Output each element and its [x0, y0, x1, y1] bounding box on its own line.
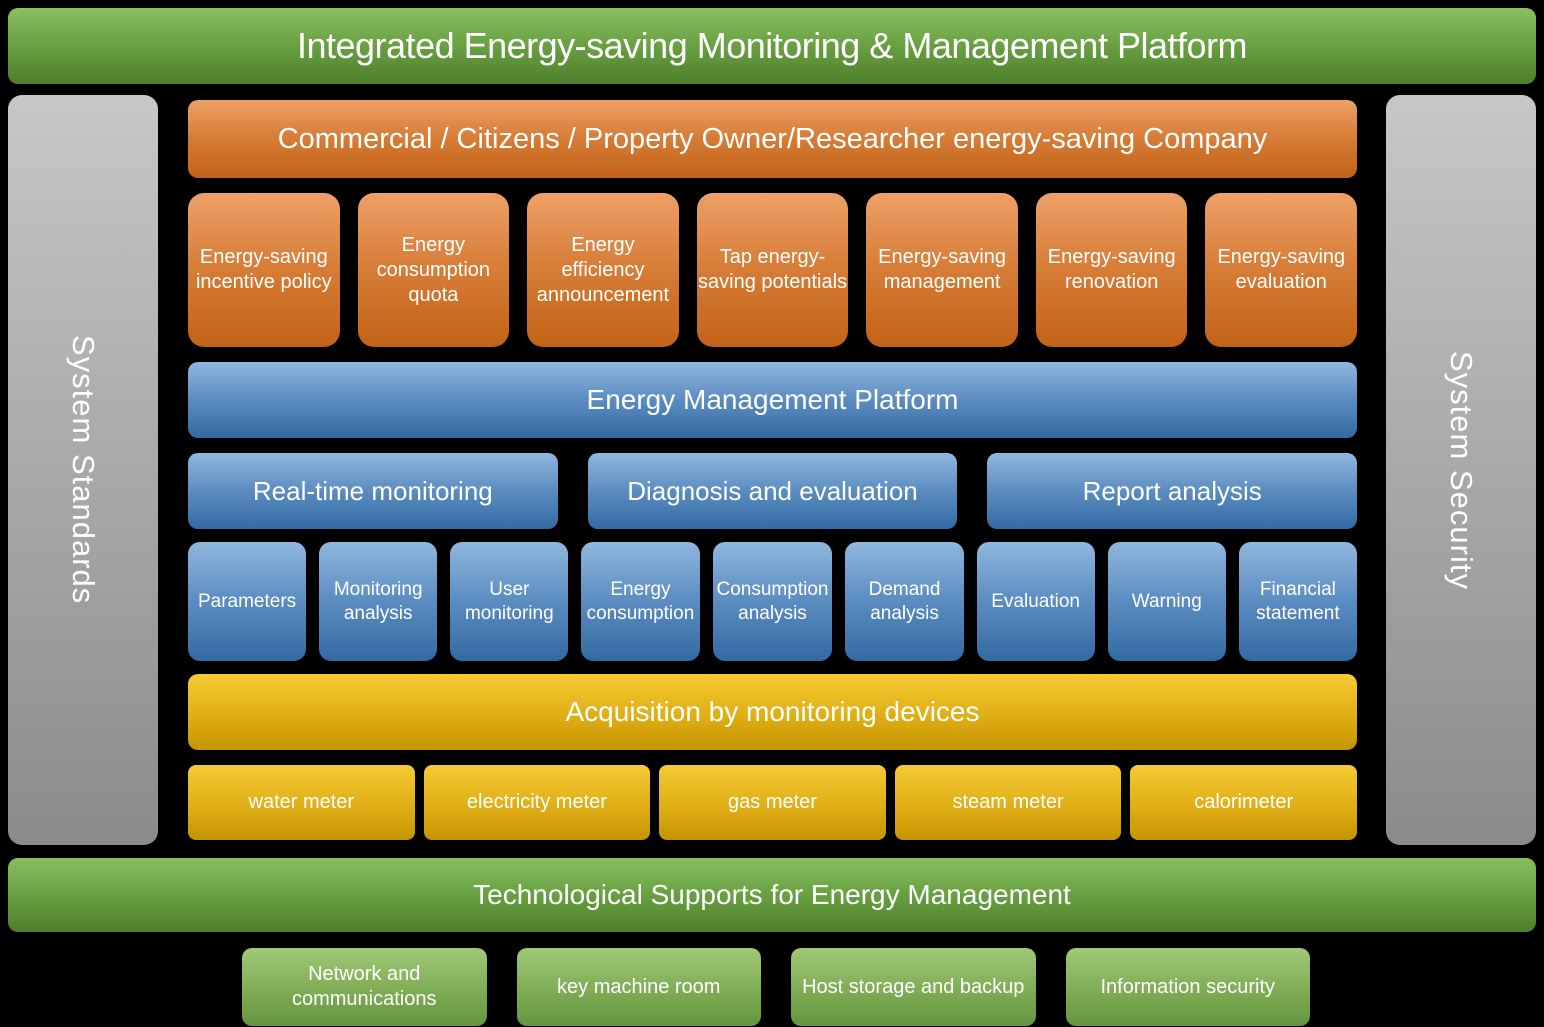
support-item: Network and communications [242, 948, 487, 1026]
support-item: Host storage and backup [791, 948, 1036, 1026]
stakeholder-item: Tap energy-saving potentials [696, 193, 849, 347]
stakeholder-item: Energy-saving renovation [1035, 193, 1188, 347]
support-item: key machine room [516, 948, 761, 1026]
energy-management-platform-banner: Energy Management Platform [188, 362, 1357, 438]
system-standards-bar: System Standards [8, 95, 158, 845]
function-item: Financial statement [1238, 542, 1357, 661]
system-security-label: System Security [1444, 350, 1479, 590]
meter-devices-row: water meter electricity meter gas meter … [188, 765, 1357, 840]
stakeholder-item: Energy efficiency announcement [527, 193, 679, 347]
module-item: Report analysis [987, 453, 1358, 529]
device-item: water meter [188, 765, 415, 840]
system-security-bar: System Security [1386, 95, 1536, 845]
device-item: gas meter [659, 765, 886, 840]
stakeholder-item: Energy-saving evaluation [1205, 193, 1358, 347]
module-item: Real-time monitoring [188, 453, 558, 529]
stakeholder-item: Energy-saving management [866, 193, 1018, 347]
stakeholders-banner: Commercial / Citizens / Property Owner/R… [188, 100, 1357, 178]
stakeholder-boxes-row: Energy-saving incentive policy Energy co… [188, 193, 1358, 347]
stakeholders-banner-label: Commercial / Citizens / Property Owner/R… [277, 122, 1268, 155]
page-title: Integrated Energy-saving Monitoring & Ma… [296, 25, 1248, 66]
acquisition-banner: Acquisition by monitoring devices [188, 674, 1357, 750]
function-item: Demand analysis [845, 542, 964, 661]
acquisition-banner-label: Acquisition by monitoring devices [565, 696, 980, 727]
stakeholder-item: Energy consumption quota [357, 193, 510, 347]
device-item: steam meter [894, 765, 1122, 840]
platform-title-banner: Integrated Energy-saving Monitoring & Ma… [8, 8, 1536, 84]
function-item: Monitoring analysis [319, 542, 438, 661]
system-standards-label: System Standards [66, 335, 101, 605]
support-item: Information security [1065, 948, 1310, 1026]
function-item: Parameters [188, 542, 307, 661]
function-item: User monitoring [450, 542, 569, 661]
module-item: Diagnosis and evaluation [587, 453, 958, 529]
technological-supports-label: Technological Supports for Energy Manage… [473, 879, 1071, 910]
platform-functions-row: Parameters Monitoring analysis User moni… [188, 542, 1357, 661]
stakeholder-item: Energy-saving incentive policy [188, 193, 340, 347]
function-item: Energy consumption [581, 542, 700, 661]
function-item: Evaluation [976, 542, 1095, 661]
diagram-body: System Standards Commercial / Citizens /… [8, 95, 1536, 845]
platform-modules-row: Real-time monitoring Diagnosis and evalu… [188, 453, 1358, 529]
function-item: Consumption analysis [712, 542, 833, 661]
diagram-center-column: Commercial / Citizens / Property Owner/R… [188, 95, 1358, 845]
device-item: calorimeter [1130, 765, 1357, 840]
support-boxes-row: Network and communications key machine r… [242, 948, 1310, 1026]
function-item: Warning [1107, 542, 1226, 661]
device-item: electricity meter [423, 765, 651, 840]
energy-management-platform-label: Energy Management Platform [586, 384, 959, 415]
technological-supports-banner: Technological Supports for Energy Manage… [8, 858, 1536, 932]
